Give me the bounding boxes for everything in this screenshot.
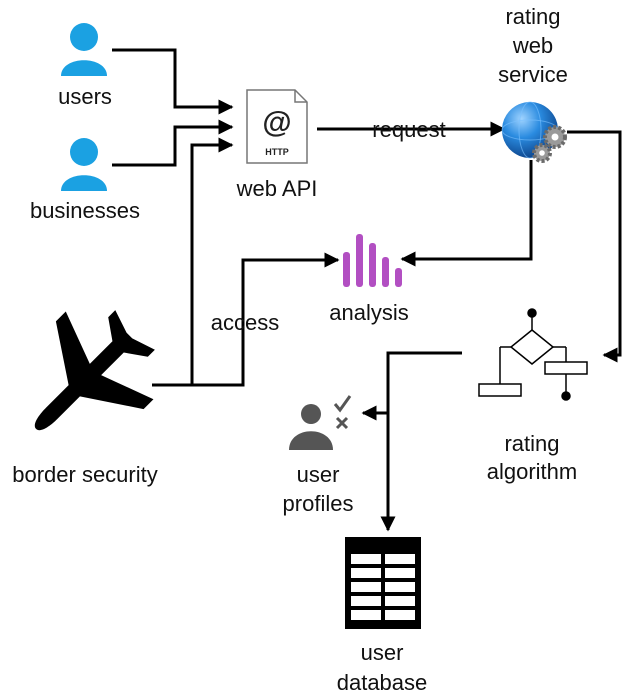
http-badge: HTTP bbox=[265, 147, 289, 157]
http-document-icon: @ HTTP bbox=[246, 89, 308, 164]
flowchart-icon bbox=[478, 308, 588, 401]
rating-algorithm-label-line2: algorithm bbox=[487, 459, 577, 484]
edge-access-analysis bbox=[192, 252, 340, 387]
rating-service-label-line2: web bbox=[512, 33, 553, 58]
table-icon bbox=[345, 537, 421, 629]
users-label: users bbox=[58, 84, 112, 109]
airplane-icon bbox=[34, 310, 155, 431]
businesses-icon bbox=[61, 138, 107, 191]
globe-gears-icon bbox=[501, 101, 567, 163]
businesses-label: businesses bbox=[30, 198, 140, 223]
user-profiles-label-line1: user bbox=[297, 462, 340, 487]
rating-service-label-line1: rating bbox=[505, 4, 560, 29]
user-database-label-line1: user bbox=[361, 640, 404, 665]
edge-algorithm-database bbox=[380, 351, 462, 532]
border-security-label: border security bbox=[12, 462, 158, 487]
user-check-icon bbox=[289, 395, 352, 450]
users-icon bbox=[61, 23, 107, 76]
access-label: access bbox=[211, 310, 279, 335]
svg-text:@: @ bbox=[262, 106, 291, 139]
rating-algorithm-label-line1: rating bbox=[504, 431, 559, 456]
edge-service-algorithm bbox=[567, 130, 622, 363]
user-profiles-label-line2: profiles bbox=[283, 491, 354, 516]
edge-service-analysis bbox=[400, 160, 533, 267]
request-label: request bbox=[372, 117, 445, 142]
edge-security-webapi bbox=[152, 137, 234, 387]
web-api-label: web API bbox=[236, 176, 318, 201]
edge-users-webapi bbox=[112, 48, 234, 115]
edge-businesses-webapi bbox=[112, 119, 234, 167]
analysis-label: analysis bbox=[329, 300, 408, 325]
user-database-label-line2: database bbox=[337, 670, 428, 695]
connectors bbox=[112, 48, 622, 532]
bar-chart-icon bbox=[343, 234, 402, 287]
rating-service-label-line3: service bbox=[498, 62, 568, 87]
